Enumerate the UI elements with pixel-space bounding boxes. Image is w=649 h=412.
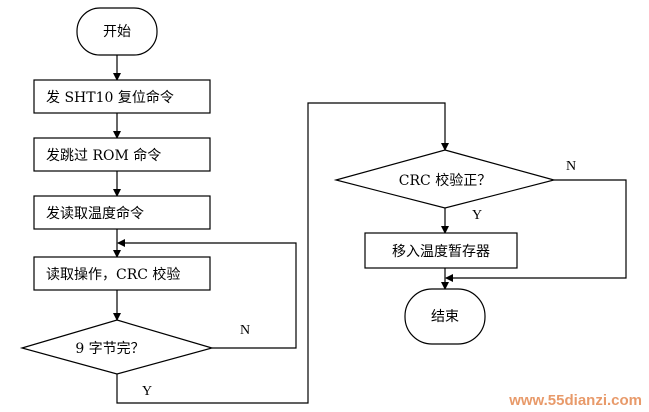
read-temp-command-box	[33, 195, 211, 230]
crc-yes-label: Y	[472, 208, 482, 223]
nine-bytes-decision	[19, 319, 215, 375]
nine-bytes-yes-label: Y	[142, 384, 152, 399]
crc-no-label: N	[566, 159, 576, 174]
nine-bytes-no-label: N	[240, 323, 250, 338]
end-terminal	[404, 288, 486, 345]
arrow-loop-no	[117, 239, 297, 349]
watermark: www.55dianzi.com	[508, 392, 642, 409]
end-label: 结束	[431, 309, 459, 325]
reset-command-box	[33, 79, 211, 114]
move-temp-register-label: 移入温度暂存器	[392, 244, 490, 260]
move-temp-register-box	[364, 232, 518, 269]
read-operation-box	[33, 256, 211, 291]
reset-command-label: 发 SHT10 复位命令	[46, 89, 174, 106]
read-temp-command-label: 发读取温度命令	[46, 205, 144, 222]
crc-decision-label: CRC 校验正？	[399, 172, 491, 189]
start-label: 开始	[103, 24, 131, 40]
skip-rom-box	[33, 137, 211, 172]
arrow-yes-to-crc	[116, 102, 449, 404]
crc-decision	[333, 149, 557, 209]
start-terminal	[76, 7, 158, 56]
arrow-crc-no	[445, 179, 627, 282]
nine-bytes-label: 9 字节完？	[75, 341, 144, 357]
skip-rom-label: 发跳过 ROM 命令	[46, 147, 161, 164]
read-operation-label: 读取操作，CRC 校验	[46, 266, 180, 283]
